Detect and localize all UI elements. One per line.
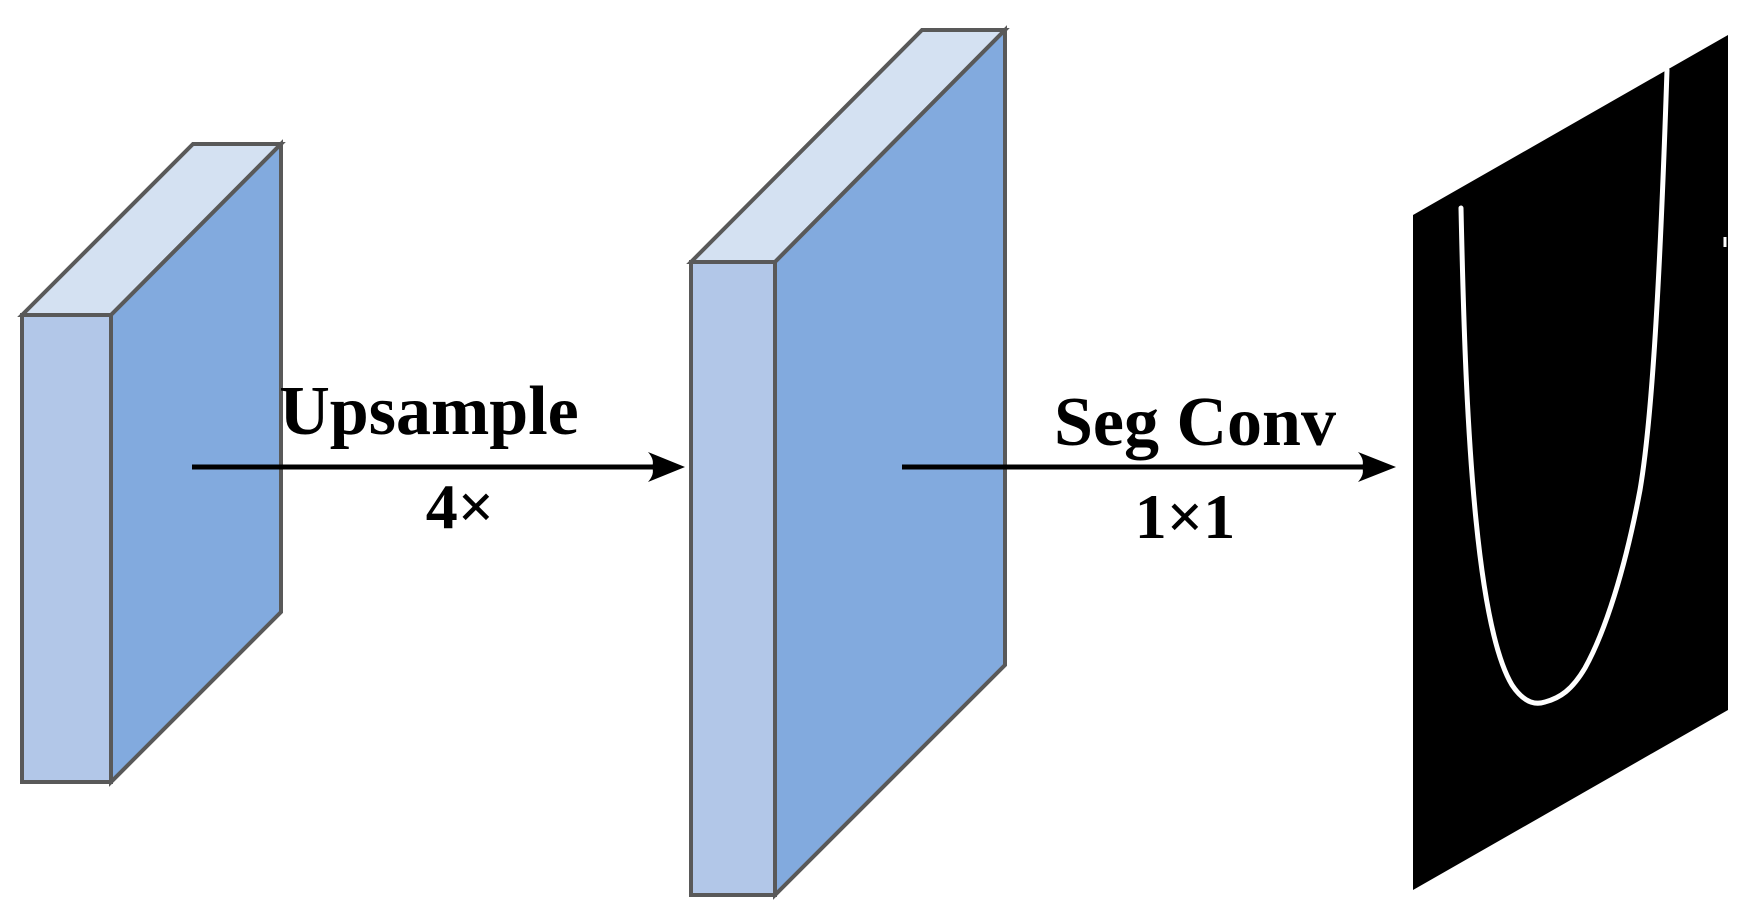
seg-conv-arrow-head [1358,452,1396,482]
segmentation-mask-background [1413,35,1728,890]
segmentation-lane-curve [1458,67,1670,706]
upsample-arrow-head [648,452,685,482]
seg-conv-kernel: 1×1 [1135,481,1235,552]
upsample-title: Upsample [279,373,578,450]
upsample-factor: 4× [426,471,494,542]
seg-conv-title: Seg Conv [1054,384,1336,461]
seg-conv-arrow [902,452,1396,482]
upsampled-feature-map [686,25,1010,900]
upsample-arrow [192,452,685,482]
upsampled-feature-map-front-face [689,260,777,897]
input-feature-map-front-face [20,313,113,784]
segmentation-output-mask [1413,35,1728,890]
input-feature-map [17,139,286,787]
